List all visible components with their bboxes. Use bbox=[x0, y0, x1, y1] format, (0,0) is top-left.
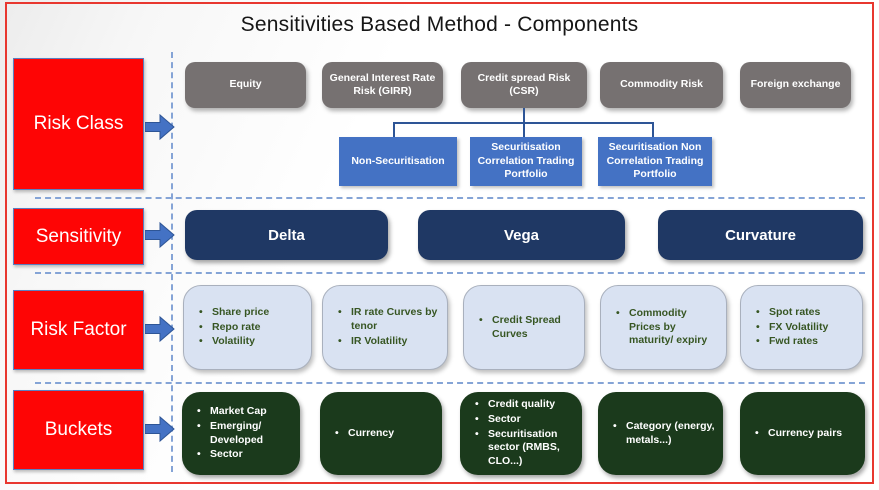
row-label-text: Sensitivity bbox=[35, 225, 122, 247]
curvature-box: Curvature bbox=[658, 210, 863, 260]
bullet-item: Securitisation sector (RMBS, CLO...) bbox=[475, 428, 577, 470]
bullet-item: Spot rates bbox=[756, 306, 828, 320]
box-label: General Interest Rate Risk (GIRR) bbox=[329, 71, 436, 97]
box-label: Securitisation Correlation Trading Portf… bbox=[477, 141, 575, 181]
bullet-item: IR rate Curves by tenor bbox=[338, 306, 442, 334]
commodity-risk-box: Commodity Risk bbox=[600, 62, 723, 108]
right-arrow-icon bbox=[145, 221, 175, 249]
buckets-box-commodity: Category (energy, metals...) bbox=[598, 392, 723, 475]
box-label: Securitisation Non Correlation Trading P… bbox=[606, 141, 704, 181]
box-label: Credit spread Risk (CSR) bbox=[477, 71, 571, 97]
diagram-title: Sensitivities Based Method - Components bbox=[240, 13, 639, 36]
risk-factor-box-girr: IR rate Curves by tenor IR Volatility bbox=[322, 285, 448, 370]
bullet-item: Currency bbox=[335, 427, 394, 441]
buckets-box-csr: Credit quality Sector Securitisation sec… bbox=[460, 392, 582, 475]
non-securitisation-box: Non-Securitisation bbox=[339, 137, 457, 186]
row-label-text: Buckets bbox=[44, 419, 113, 440]
delta-box: Delta bbox=[185, 210, 388, 260]
buckets-box-girr: Currency bbox=[320, 392, 442, 475]
row-label-buckets: Buckets bbox=[13, 390, 144, 470]
bullet-item: Sector bbox=[475, 413, 577, 427]
bullet-item: Volatility bbox=[199, 335, 269, 349]
row-divider-dashed bbox=[35, 382, 865, 384]
bullet-item: FX Volatility bbox=[756, 321, 828, 335]
risk-factor-box-equity: Share price Repo rate Volatility bbox=[183, 285, 312, 370]
bullet-item: Share price bbox=[199, 306, 269, 320]
bullet-item: Market Cap bbox=[197, 405, 295, 419]
row-label-text: Risk Factor bbox=[30, 319, 127, 340]
bullet-item: Emerging/ Developed bbox=[197, 420, 295, 448]
box-label: Vega bbox=[503, 226, 540, 244]
bullet-item: Fwd rates bbox=[756, 335, 828, 349]
row-label-risk-class: Risk Class bbox=[13, 58, 144, 190]
bullet-item: Commodity Prices by maturity/ expiry bbox=[616, 307, 721, 349]
connector-line bbox=[523, 108, 525, 123]
csr-box: Credit spread Risk (CSR) bbox=[461, 62, 587, 108]
box-label: Delta bbox=[268, 226, 305, 244]
equity-box: Equity bbox=[185, 62, 306, 108]
box-label: Foreign exchange bbox=[750, 78, 841, 91]
bullet-item: Repo rate bbox=[199, 321, 269, 335]
bullet-item: Category (energy, metals...) bbox=[613, 420, 718, 448]
bullet-item: Credit quality bbox=[475, 398, 577, 412]
box-label: Commodity Risk bbox=[620, 78, 703, 91]
foreign-exchange-box: Foreign exchange bbox=[740, 62, 851, 108]
box-label: Curvature bbox=[725, 226, 796, 244]
right-arrow-icon bbox=[145, 415, 175, 443]
vertical-divider-dashed bbox=[171, 52, 173, 472]
row-label-text: Risk Class bbox=[33, 113, 124, 134]
row-divider-dashed bbox=[35, 272, 865, 274]
risk-factor-box-fx: Spot rates FX Volatility Fwd rates bbox=[740, 285, 863, 370]
securitisation-ctp-box: Securitisation Correlation Trading Portf… bbox=[470, 137, 582, 186]
bullet-item: Sector bbox=[197, 448, 295, 462]
bullet-item: Currency pairs bbox=[755, 427, 842, 441]
risk-factor-box-commodity: Commodity Prices by maturity/ expiry bbox=[600, 285, 727, 370]
right-arrow-icon bbox=[145, 315, 175, 343]
vega-box: Vega bbox=[418, 210, 625, 260]
buckets-box-fx: Currency pairs bbox=[740, 392, 865, 475]
row-label-risk-factor: Risk Factor bbox=[13, 290, 144, 370]
bullet-item: Credit Spread Curves bbox=[479, 314, 579, 342]
row-label-sensitivity: Sensitivity bbox=[13, 208, 144, 265]
right-arrow-icon bbox=[145, 113, 175, 141]
risk-factor-box-csr: Credit Spread Curves bbox=[463, 285, 585, 370]
connector-line bbox=[393, 122, 395, 137]
connector-line bbox=[523, 122, 525, 137]
box-label: Non-Securitisation bbox=[351, 154, 445, 167]
bullet-item: IR Volatility bbox=[338, 335, 442, 349]
box-label: Equity bbox=[229, 78, 262, 91]
connector-line bbox=[652, 122, 654, 137]
girr-box: General Interest Rate Risk (GIRR) bbox=[322, 62, 443, 108]
buckets-box-equity: Market Cap Emerging/ Developed Sector bbox=[182, 392, 300, 475]
securitisation-non-ctp-box: Securitisation Non Correlation Trading P… bbox=[598, 137, 712, 186]
row-divider-dashed bbox=[35, 197, 865, 199]
